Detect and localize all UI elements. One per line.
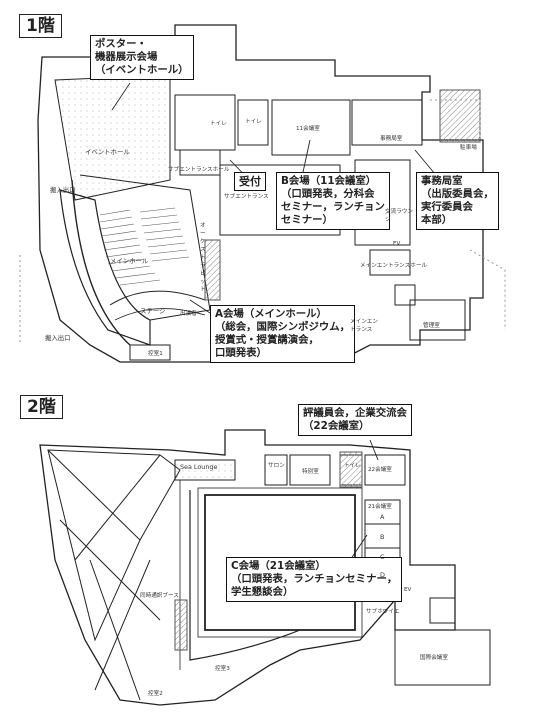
floor2-tag: 2階 <box>20 395 63 419</box>
reception-callout: 受付 <box>234 172 266 191</box>
room-22-label: 22会議室 <box>368 467 392 473</box>
management-room-label: 管理室 <box>423 323 440 329</box>
section-c-label: C <box>380 553 385 561</box>
loading-dock-1-label: 搬入出口 <box>50 186 76 194</box>
main-entrance-hall-label: メインエントランスホール <box>360 263 428 269</box>
office-callout: 事務局室 （出版委員会， 実行委員会 本部） <box>416 172 499 230</box>
control-room-3-label: 控室3 <box>215 666 230 672</box>
sub-entrance-label: サブエントランス <box>224 194 269 200</box>
section-d-label: D <box>380 571 385 579</box>
poster-exhibit-callout: ポスター・ 機器展示会場 （イベントホール） <box>90 35 194 80</box>
floor1-tag: 1階 <box>19 14 62 38</box>
salon-label: サロン <box>268 463 285 469</box>
room-11-label: 11会議室 <box>296 126 320 132</box>
orchestra-pit-label: オーケストラピット <box>200 223 206 293</box>
international-conference-room-label: 国際会議室 <box>420 655 448 661</box>
main-hall-label: メインホール <box>110 257 149 265</box>
sub-entrance-hall-label: サブエントランスホール <box>168 167 230 173</box>
parking-label: 駐車場 <box>460 145 477 151</box>
c-room-callout: C会場（21会議室） （口頭発表，ランチョンセミナー， 学生懇談会） <box>226 557 403 602</box>
elevator-2-label: EV <box>404 587 412 593</box>
b-room-callout: B会場（11会議室） （口頭発表，分科会 セミナー，ランチョン セミナー） <box>276 172 390 230</box>
loading-dock-2-label: 搬入出口 <box>45 334 71 342</box>
interpretation-booth-label: 同時通訳ブース <box>140 593 179 599</box>
special-room-label: 特別室 <box>302 469 319 475</box>
elevator-1-label: EV <box>393 241 401 247</box>
floor2-plan <box>39 429 491 706</box>
toilet-1-label: トイレ <box>210 121 227 127</box>
section-b-label: B <box>380 533 385 541</box>
room-21-label: 21会議室 <box>368 504 392 510</box>
sea-lounge-label: Sea Lounge <box>180 463 218 471</box>
control-room-1-label: 控室1 <box>148 351 163 357</box>
performers-label: 出演者 <box>180 311 197 317</box>
toilet-floor2-label: トイレ <box>344 463 361 469</box>
office-room-label: 事務局室 <box>380 136 403 142</box>
event-hall-label: イベントホール <box>85 148 130 156</box>
a-room-callout: A会場（メインホール） （総会，国際シンポジウム， 授賞式・授賞講演会， 口頭発… <box>210 305 356 363</box>
council-callout: 評議員会，企業交流会 （22会議室） <box>298 404 412 436</box>
stage-label: ステージ <box>140 307 166 315</box>
control-room-2-label: 控室2 <box>148 691 163 697</box>
section-a-label: A <box>380 513 385 521</box>
main-entrance-label: メインエントランス <box>350 319 378 333</box>
exchange-lounge-label: 交流ラウンジ <box>385 209 413 223</box>
sub-foyer-label: サブホワイエ <box>366 609 400 615</box>
toilet-2-label: トイレ <box>245 119 262 125</box>
floor1-plan <box>19 24 506 363</box>
